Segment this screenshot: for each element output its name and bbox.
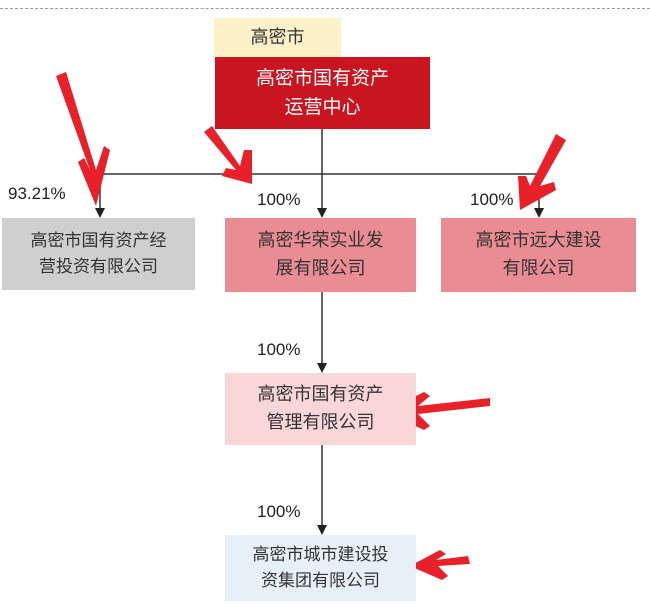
share-label-invest: 100% [257,502,301,521]
node-state-asset-operation-center: 高密市国有资产 运营中心 [215,57,430,129]
share-label-left: 93.21% [8,184,66,203]
annotation-arrow-mid [204,126,252,184]
annotation-arrow-left [56,72,110,206]
node-yuanda-construction-company: 高密市远大建设 有限公司 [441,218,636,292]
annotation-arrow-invest [410,550,470,580]
node-state-asset-investment-company: 高密市国有资产经 营投资有限公司 [2,218,195,290]
share-label-right: 100% [470,190,514,209]
annotation-arrow-right [518,134,566,210]
node-state-asset-management-company: 高密市国有资产 管理有限公司 [225,373,416,445]
share-label-mid: 100% [257,190,301,209]
share-label-mgmt: 100% [257,340,301,359]
node-huarong-industrial-company: 高密华荣实业发 展有限公司 [225,218,416,292]
dashed-divider [0,8,650,9]
node-gaomi-city: 高密市 [214,18,341,57]
node-urban-construction-investment-group: 高密市城市建设投 资集团有限公司 [225,535,416,601]
